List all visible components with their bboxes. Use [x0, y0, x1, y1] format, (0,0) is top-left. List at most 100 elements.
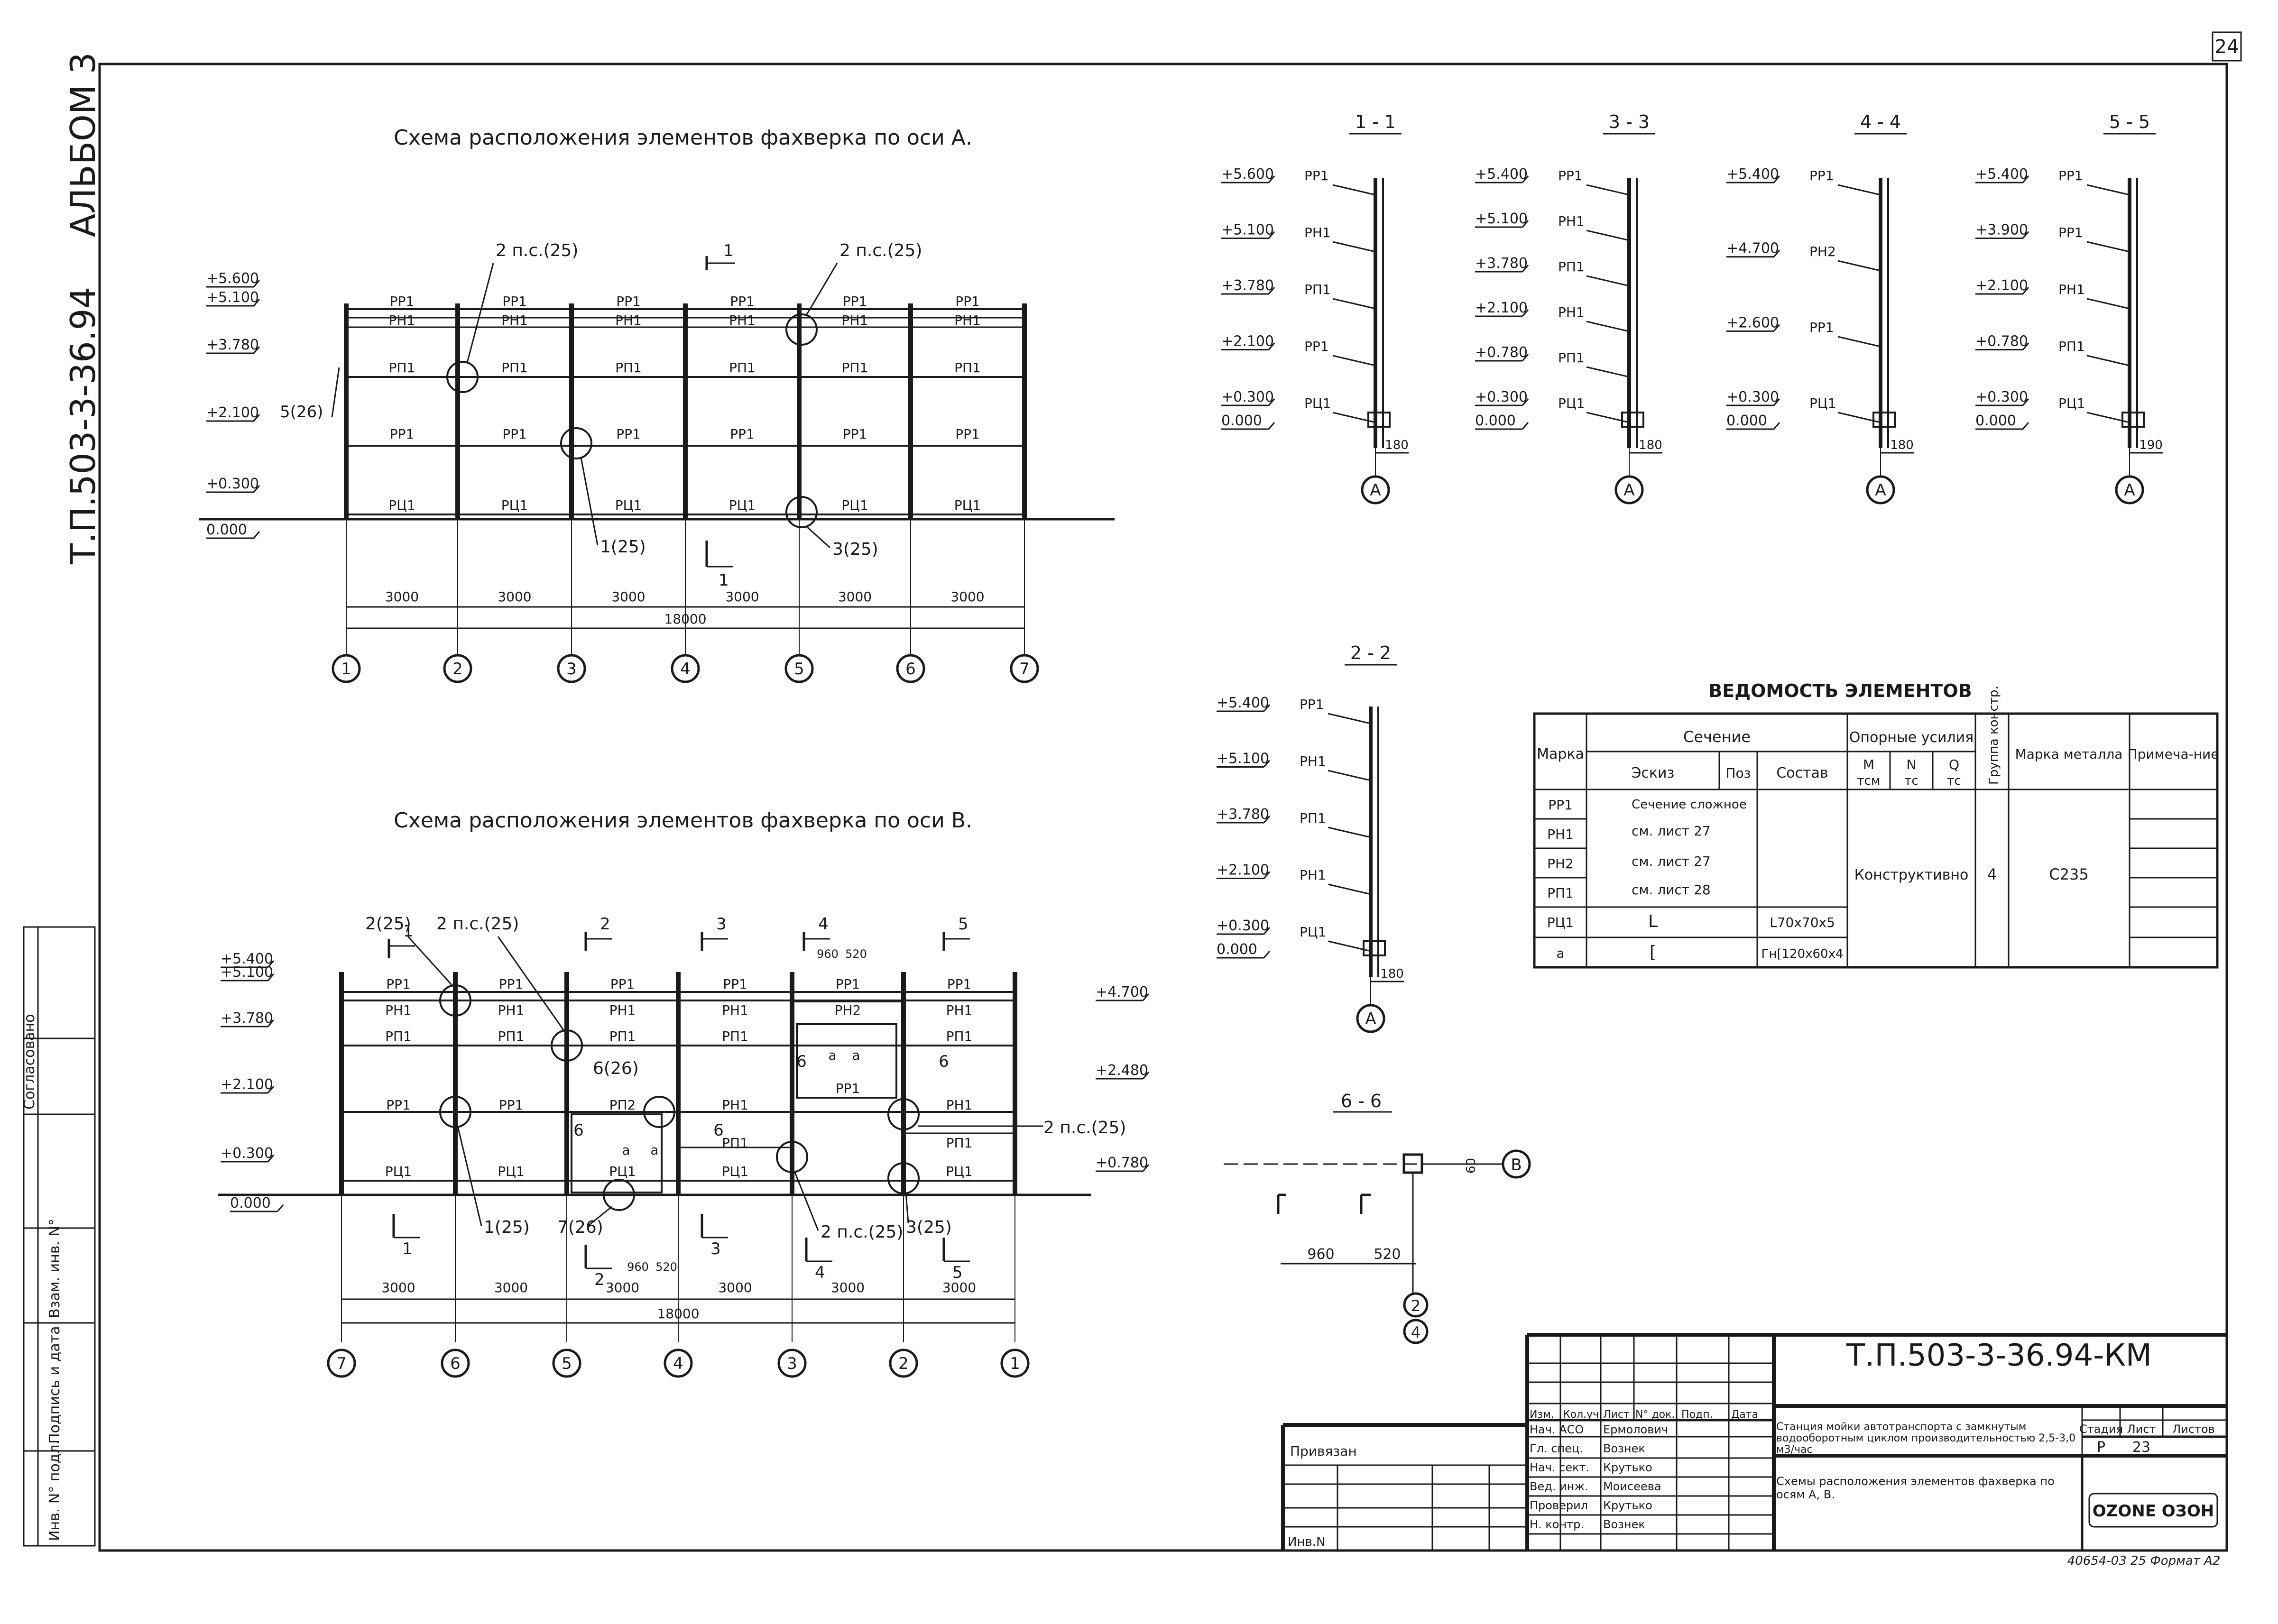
element-mark: РН1	[389, 312, 415, 328]
tb-code: Т.П.503-3-36.94-КМ	[1846, 1338, 2152, 1373]
total-dim: 18000	[664, 611, 706, 627]
element-mark: РН1	[501, 312, 528, 328]
level-tick	[1522, 422, 1529, 430]
level-tick	[1268, 398, 1275, 406]
span-dim: 3000	[838, 589, 872, 605]
axis-label: А	[1370, 481, 1381, 500]
th-group: Группа констр.	[1987, 686, 2001, 785]
axis-label: 5	[562, 1354, 572, 1373]
node-circle	[887, 1098, 920, 1130]
dim-960: 960	[1307, 1246, 1334, 1263]
cut-label: 4	[815, 1263, 825, 1282]
th-note: Примеча-ние	[2128, 746, 2219, 762]
element-mark: РЦ1	[615, 497, 642, 513]
level-tick	[1522, 398, 1529, 406]
tb-head-list: Лист	[1603, 1409, 1630, 1421]
base-plate	[1621, 412, 1644, 428]
cut-label: 5	[952, 1263, 963, 1282]
element-mark: РР1	[499, 1097, 524, 1113]
section-level: +4.700	[1726, 240, 1779, 257]
scheme-b-title: Схема расположения элементов фахверка по…	[394, 808, 972, 833]
element-mark: РН1	[385, 1002, 412, 1018]
level-tick	[1522, 220, 1529, 228]
section-level: +5.100	[1217, 751, 1269, 767]
section-leader	[1837, 184, 1879, 195]
stamp-inv-vzam: Взам. инв. N°	[46, 1219, 63, 1318]
leader	[407, 936, 454, 987]
element-mark: РР1	[836, 1081, 860, 1096]
level-tick	[1268, 287, 1275, 294]
axis-marker	[889, 1349, 918, 1378]
section-mark: РП1	[1304, 282, 1331, 297]
title-block: Привязан Инв.N Т.П.503-3-36.94-КМ Изм. К…	[1281, 1333, 2227, 1568]
axis-marker	[671, 654, 700, 683]
element-mark: РП1	[954, 360, 981, 376]
element-mark: РР1	[616, 426, 641, 442]
level-tick	[1268, 175, 1275, 183]
axis-label: А	[1365, 1009, 1376, 1028]
axis-label: 1	[341, 660, 351, 679]
callout: 1(25)	[600, 537, 646, 557]
th-metal: Марка металла	[2015, 746, 2123, 762]
section-leader	[2086, 412, 2128, 423]
span-dim: 3000	[494, 1280, 528, 1295]
tb-role: Гл. спец.	[1530, 1442, 1583, 1455]
tb-sheet: 23	[2132, 1439, 2150, 1456]
section-level: +0.780	[1975, 333, 2028, 350]
axis-label: 1	[1010, 1354, 1020, 1373]
section-mark: РН1	[1558, 304, 1585, 320]
cut-label: 1	[719, 571, 729, 590]
node-circle	[785, 313, 818, 346]
tb-name: Вознек	[1603, 1518, 1645, 1531]
base-plate	[1872, 412, 1896, 428]
section-level: +3.900	[1975, 222, 2028, 239]
node-circle	[439, 1096, 471, 1128]
element-mark: РЦ1	[946, 1164, 972, 1179]
span-dim: 3000	[718, 1280, 752, 1295]
section-mark: РЦ1	[1809, 395, 1836, 411]
level-tick	[267, 1086, 275, 1093]
section-leader	[2086, 298, 2128, 309]
node-circle	[551, 1029, 583, 1062]
cut-label: 4	[818, 915, 829, 934]
section-label: 3 - 3	[1609, 111, 1650, 132]
cut-label: 1	[402, 1239, 413, 1258]
level-mark: +5.100	[221, 964, 273, 981]
section-mark: РП1	[2058, 339, 2085, 354]
section-mark: РР1	[1809, 168, 1834, 184]
element-mark: РЦ1	[498, 1164, 524, 1179]
level-tick	[1773, 249, 1780, 257]
section-leader	[1328, 883, 1369, 895]
axis-marker	[332, 654, 361, 683]
section-leader	[1332, 412, 1374, 423]
sheet-number: 24	[2215, 36, 2239, 58]
callout: 7(26)	[557, 1218, 603, 1237]
section-mark: РЦ1	[1304, 395, 1331, 411]
section-dim: 180	[1890, 438, 1914, 452]
section-mark: РЦ1	[1558, 395, 1585, 411]
section-mark: РН1	[1300, 753, 1326, 769]
section-level: 0.000	[1217, 941, 1257, 958]
axis-label: 3	[566, 660, 577, 679]
row-mark: РН1	[1547, 826, 1574, 842]
section-mark: РН1	[1300, 867, 1326, 883]
element-mark: РР1	[502, 294, 527, 309]
level-tick	[1773, 175, 1780, 183]
element-mark: РР1	[610, 976, 635, 992]
element-mark: РП1	[389, 360, 415, 376]
section-leader	[1328, 770, 1369, 781]
element-mark: РЦ1	[841, 497, 868, 513]
cut-label: 6	[796, 1052, 807, 1071]
axis-label: 7	[336, 1354, 347, 1373]
element-mark: РР1	[730, 294, 755, 309]
tb-role: Н. контр.	[1530, 1518, 1584, 1531]
section-level: +3.780	[1217, 806, 1269, 823]
row-mark: РН2	[1547, 856, 1574, 872]
node-circle	[603, 1179, 635, 1211]
axis-marker	[2115, 475, 2144, 505]
tb-stage-h: Стадия	[2079, 1422, 2123, 1436]
axis-4-label: 4	[1411, 1323, 1420, 1341]
stamp-sign-date: Подпись и дата	[46, 1326, 63, 1444]
element-mark: РЦ1	[501, 497, 528, 513]
level-tick	[1263, 927, 1271, 935]
